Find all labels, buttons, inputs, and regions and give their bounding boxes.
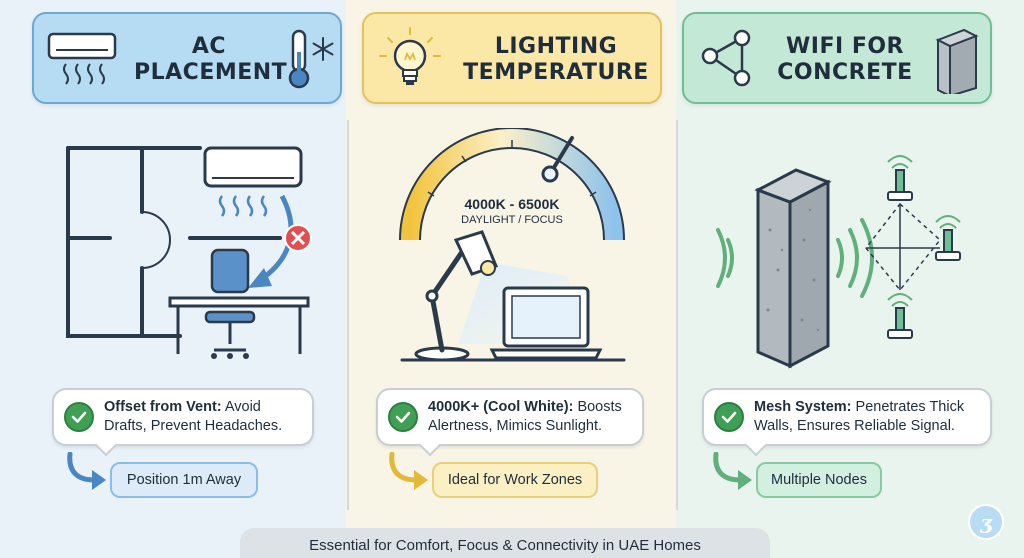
lighting-info-text: 4000K+ (Cool White): Boosts Alertness, M… (428, 399, 622, 434)
check-icon (388, 402, 418, 432)
thermometer-icon (288, 29, 310, 89)
lighting-info-bubble: 4000K+ (Cool White): Boosts Alertness, M… (376, 388, 644, 446)
wifi-title: WIFI FOR CONCRETE (777, 34, 913, 85)
curved-arrow-icon (389, 452, 428, 490)
ac-info-text: Offset from Vent: Avoid Drafts, Prevent … (104, 399, 283, 434)
concrete-block-icon (935, 28, 979, 94)
lighting-tip-pill: Ideal for Work Zones (432, 462, 598, 498)
wifi-waves-left (716, 228, 734, 288)
wifi-info-bubble: Mesh System: Penetrates Thick Walls, Ens… (702, 388, 992, 446)
ac-header: AC PLACEMENT (32, 12, 342, 104)
wall-ac-unit (203, 146, 303, 188)
office-chair (204, 248, 256, 359)
curved-arrow-icon (713, 452, 752, 490)
desk (168, 296, 310, 354)
ac-info-bubble: Offset from Vent: Avoid Drafts, Prevent … (52, 388, 314, 446)
router-icon (887, 155, 913, 201)
router-icon (935, 215, 961, 261)
wifi-tip-pill: Multiple Nodes (756, 462, 882, 498)
lighting-illustration (399, 128, 626, 362)
air-conditioner-icon (47, 32, 117, 85)
ac-title: AC PLACEMENT (134, 34, 288, 85)
concrete-wall (754, 168, 832, 369)
mesh-links (865, 202, 942, 292)
wifi-waves-right (836, 218, 874, 298)
ac-floorplan-illustration (66, 146, 312, 359)
gauge-sub-label: DAYLIGHT / FOCUS (461, 214, 563, 226)
check-icon (64, 402, 94, 432)
wifi-mesh-illustration (716, 155, 961, 369)
brand-logo-icon: ʒ (968, 504, 1004, 540)
desk-lamp-icon (414, 230, 498, 362)
footer-caption: Essential for Comfort, Focus & Connectiv… (240, 528, 770, 558)
divider-1 (347, 120, 349, 510)
router-icon (887, 293, 913, 339)
color-temperature-gauge (399, 128, 625, 241)
divider-2 (676, 120, 678, 510)
wifi-header: WIFI FOR CONCRETE (682, 12, 992, 104)
light-bulb-icon (379, 27, 441, 85)
ac-tip-pill: Position 1m Away (110, 462, 258, 498)
lighting-title: LIGHTING TEMPERATURE (463, 34, 649, 85)
lighting-header: LIGHTING TEMPERATURE (362, 12, 662, 104)
gauge-range-label: 4000K - 6500K (464, 196, 560, 212)
wifi-info-text: Mesh System: Penetrates Thick Walls, Ens… (754, 399, 965, 434)
snowflake-icon (312, 37, 334, 61)
network-nodes-icon (701, 29, 751, 87)
laptop-icon (489, 286, 603, 360)
curved-arrow-icon (67, 452, 106, 490)
check-icon (714, 402, 744, 432)
